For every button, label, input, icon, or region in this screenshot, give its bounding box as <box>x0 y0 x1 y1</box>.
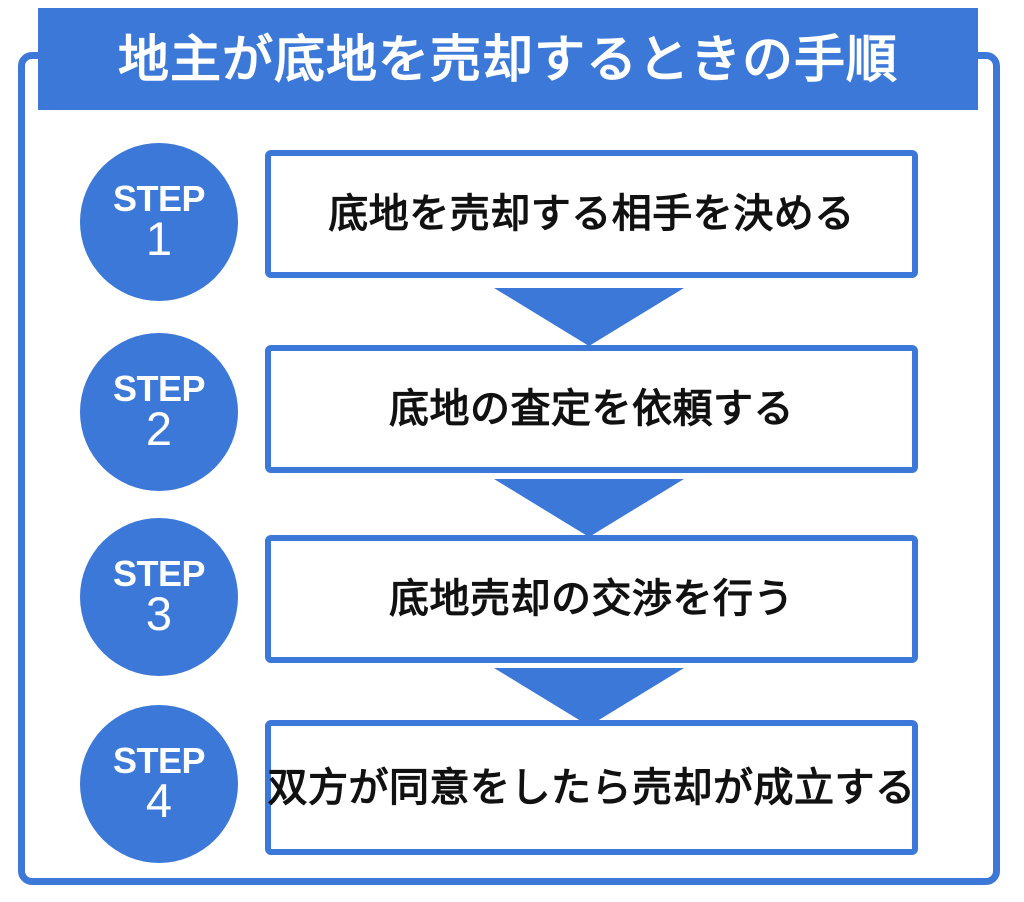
step-badge-label-2: STEP <box>112 368 206 410</box>
diagram-title-banner: 地主が底地を売却するときの手順 <box>38 8 978 110</box>
step-badge-3: STEP 3 <box>80 518 238 676</box>
step-box-4: 双方が同意をしたら売却が成立する <box>265 720 918 855</box>
step-badge-number-3: 3 <box>145 586 173 640</box>
step-row-3: STEP 3 底地売却の交渉を行う <box>0 518 1024 676</box>
step-badge-label-3: STEP <box>112 553 206 595</box>
step-badge-label-4: STEP <box>112 740 206 782</box>
step-box-3: 底地売却の交渉を行う <box>265 535 918 663</box>
step-box-2: 底地の査定を依頼する <box>265 345 918 473</box>
step-badge-number-1: 1 <box>145 211 173 265</box>
step-badge-2: STEP 2 <box>80 333 238 491</box>
arrow-down-icon-3 <box>494 668 684 726</box>
step-row-2: STEP 2 底地の査定を依頼する <box>0 333 1024 491</box>
step-box-text-4: 双方が同意をしたら売却が成立する <box>267 765 916 810</box>
arrow-down-icon-1 <box>494 288 684 346</box>
step-badge-1: STEP 1 <box>80 143 238 301</box>
step-box-1: 底地を売却する相手を決める <box>265 150 918 278</box>
page-title: 地主が底地を売却するときの手順 <box>117 30 898 88</box>
step-badge-number-2: 2 <box>145 401 173 455</box>
step-box-text-2: 底地の査定を依頼する <box>389 387 794 431</box>
step-box-text-1: 底地を売却する相手を決める <box>328 192 855 236</box>
step-row-4: STEP 4 双方が同意をしたら売却が成立する <box>0 705 1024 863</box>
step-badge-4: STEP 4 <box>80 705 238 863</box>
step-badge-label-1: STEP <box>112 178 206 220</box>
step-badge-number-4: 4 <box>145 773 173 827</box>
step-box-text-3: 底地売却の交渉を行う <box>389 577 794 621</box>
arrow-down-icon-2 <box>494 479 684 537</box>
step-row-1: STEP 1 底地を売却する相手を決める <box>0 143 1024 301</box>
